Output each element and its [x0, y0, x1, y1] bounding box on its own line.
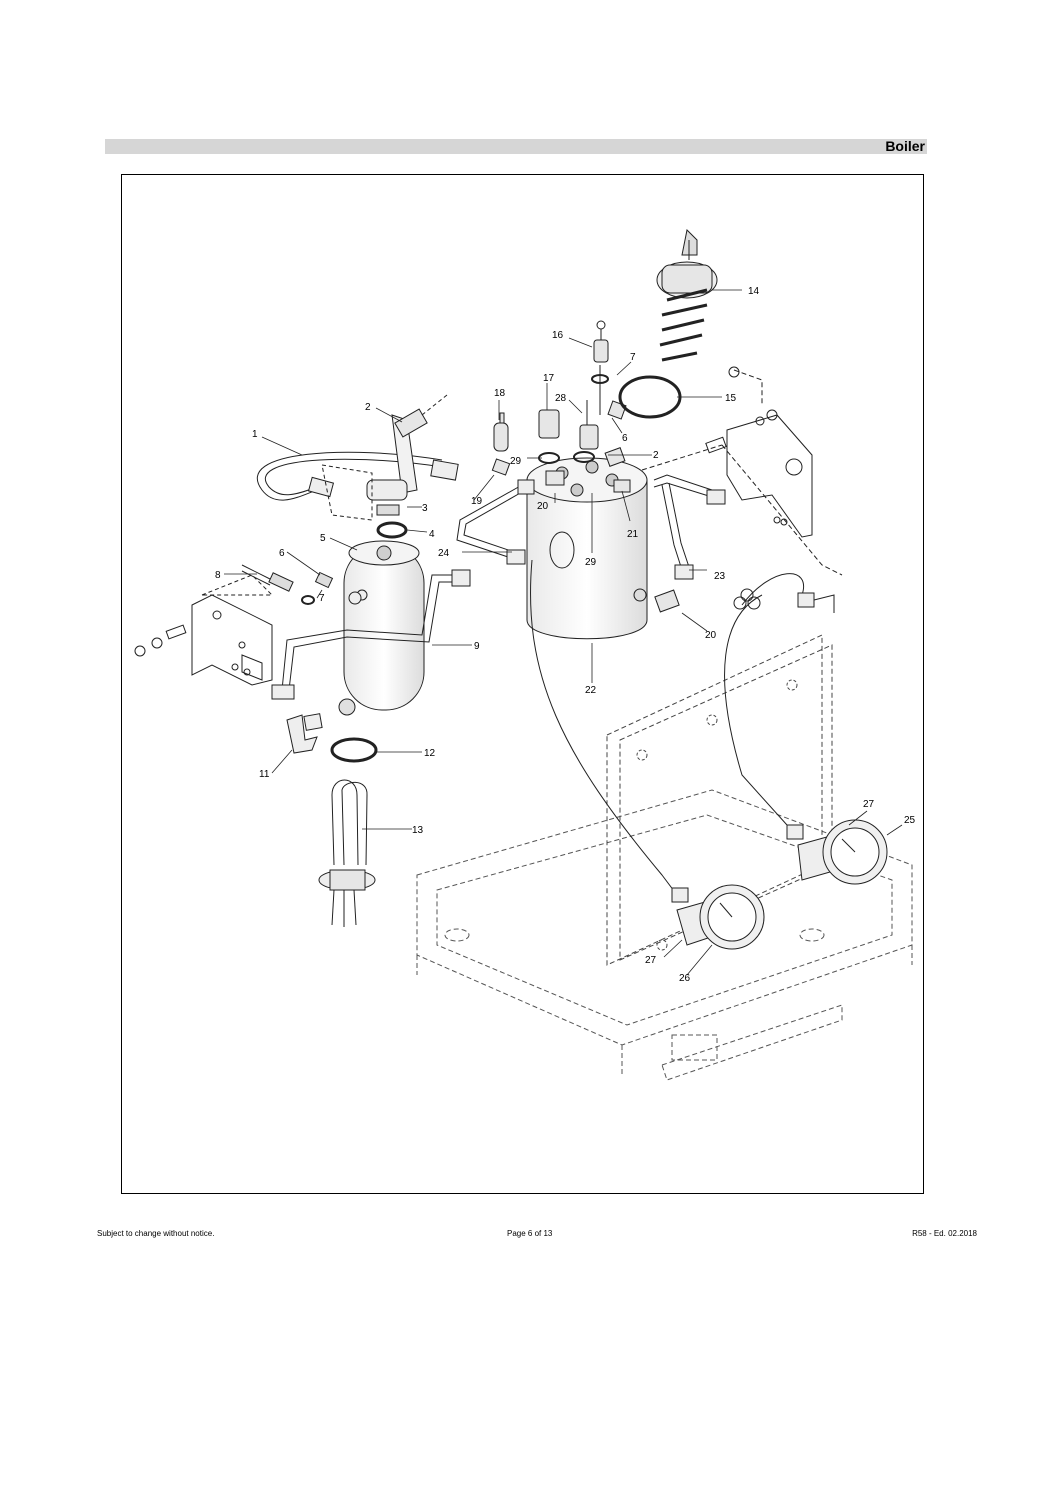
- machine-base-frame: [416, 789, 913, 1081]
- top-fittings: [491, 320, 680, 613]
- part-label: 24: [438, 548, 450, 559]
- level-probe-14: [656, 228, 718, 362]
- part-label: 20: [537, 501, 549, 512]
- section-title: Boiler: [885, 138, 925, 154]
- part-label: 4: [429, 529, 435, 540]
- footer-edition: R58 - Ed. 02.2018: [912, 1229, 977, 1238]
- heating-element-13: [318, 779, 376, 927]
- part-label: 14: [748, 286, 760, 297]
- part-label: 15: [725, 393, 737, 404]
- footer-page-number: Page 6 of 13: [507, 1229, 553, 1238]
- part-label: 9: [474, 641, 480, 652]
- o-ring-4: [376, 521, 408, 539]
- part-label: 16: [552, 330, 564, 341]
- probe-8-assembly: [241, 564, 362, 605]
- part-label: 13: [412, 825, 424, 836]
- part-label: 6: [622, 433, 628, 444]
- part-label: 5: [320, 533, 326, 544]
- part-label: 27: [645, 955, 657, 966]
- part-label: 2: [365, 402, 371, 413]
- part-number-labels: 1 2 3 4 5 6 7 8 9 11 12 13 2 16 7 14 15 …: [215, 286, 916, 984]
- elbow-11: [286, 713, 323, 754]
- part-label: 11: [259, 769, 270, 780]
- left-bracket: [134, 574, 274, 686]
- o-ring-12: [330, 737, 378, 763]
- part-label: 29: [585, 557, 597, 568]
- footer-disclaimer: Subject to change without notice.: [97, 1229, 215, 1238]
- part-label: 2: [653, 450, 659, 461]
- part-label: 18: [494, 388, 506, 399]
- pipe-24: [456, 479, 535, 565]
- part-label: 27: [863, 799, 875, 810]
- part-label: 6: [279, 548, 285, 559]
- part-label: 12: [424, 748, 436, 759]
- gauge-capillaries: [530, 559, 835, 903]
- part-label: 21: [627, 529, 639, 540]
- part-label: 3: [422, 503, 428, 514]
- pipe-9: [271, 569, 471, 700]
- o-ring-15: [618, 375, 682, 419]
- part-label: 28: [555, 393, 567, 404]
- part-label: 22: [585, 685, 597, 696]
- section-header-bar: Boiler: [105, 138, 927, 154]
- pressure-gauge-26: [676, 884, 765, 950]
- boiler-exploded-view: 1 2 3 4 5 6 7 8 9 11 12 13 2 16 7 14 15 …: [134, 228, 916, 1081]
- part-label: 8: [215, 570, 221, 581]
- part-label: 23: [714, 571, 726, 582]
- part-label: 29: [510, 456, 522, 467]
- pipe-1: [256, 394, 459, 521]
- part-label: 1: [252, 429, 258, 440]
- part-label: 25: [904, 815, 916, 826]
- part-label: 19: [471, 496, 483, 507]
- part-label: 7: [630, 352, 636, 363]
- rear-bracket: [641, 366, 843, 576]
- part-label: 7: [319, 593, 325, 604]
- exploded-diagram-frame: 1 2 3 4 5 6 7 8 9 11 12 13 2 16 7 14 15 …: [121, 174, 924, 1194]
- part-label: 26: [679, 973, 691, 984]
- pipe-23: [653, 474, 726, 580]
- part-label: 17: [543, 373, 555, 384]
- part-label: 20: [705, 630, 717, 641]
- pressure-gauge-25: [797, 819, 888, 885]
- callout-leaders: [224, 289, 903, 976]
- heat-exchanger-cylinder: [338, 540, 425, 716]
